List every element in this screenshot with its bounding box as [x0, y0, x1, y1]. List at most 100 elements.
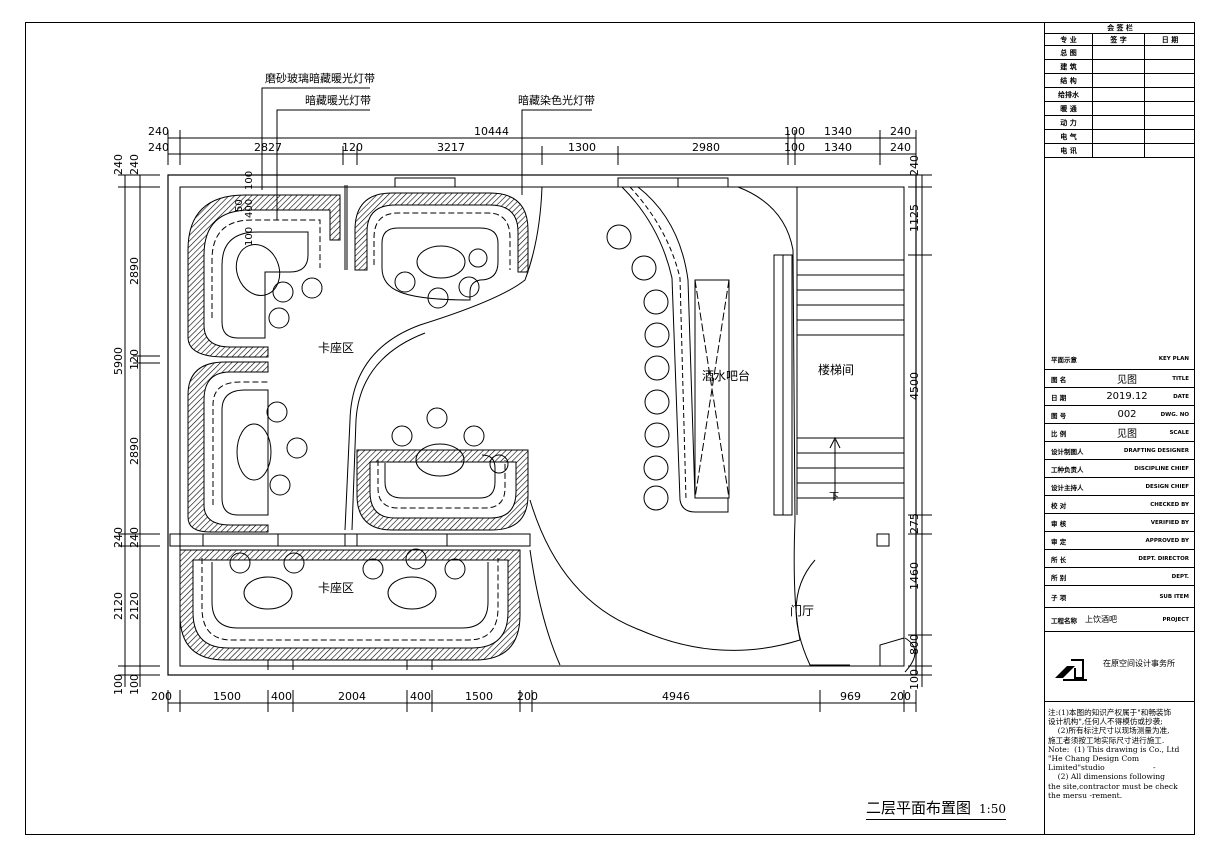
svg-text:3217: 3217 — [437, 141, 465, 154]
tb-col-discipline: 专 业 — [1045, 34, 1093, 45]
bar-counter — [606, 186, 730, 513]
tb-info-cn: 所 别 — [1051, 573, 1067, 582]
tb-discipline-name: 电 气 — [1045, 130, 1093, 143]
tb-header: 会 签 栏 — [1107, 23, 1133, 32]
tb-info-value — [1097, 496, 1157, 513]
company-logo — [1055, 659, 1087, 681]
svg-text:2890: 2890 — [128, 437, 141, 465]
outer-wall — [167, 174, 917, 676]
svg-text:200: 200 — [517, 690, 538, 703]
tb-info-cn: 比 例 — [1051, 429, 1067, 438]
tb-info-cn: 图 名 — [1051, 375, 1067, 384]
stairwell — [773, 187, 904, 516]
dimensions-right: 240 1125 4500 275 1460 800 100 — [908, 155, 932, 690]
tb-discipline-name: 给排水 — [1045, 88, 1093, 101]
svg-text:400: 400 — [410, 690, 431, 703]
dimensions-top: 240 10444 100 1340 240 240 2827 120 3217… — [148, 125, 917, 165]
svg-text:240: 240 — [128, 527, 141, 548]
tb-info-en: APPROVED BY — [1145, 537, 1189, 544]
tb-info-cn: 校 对 — [1051, 501, 1067, 510]
label-booth-area-2: 卡座区 — [318, 580, 354, 595]
tb-info-value — [1097, 568, 1157, 585]
tb-info-en: DISCIPLINE CHIEF — [1134, 465, 1189, 472]
notes: 注:(1)本图的知识产权属于"和畅装饰 设计机构",任何人不得模仿或抄袭; (2… — [1048, 708, 1180, 800]
svg-text:1300: 1300 — [568, 141, 596, 154]
label-frosted-glass-light: 磨砂玻璃暗藏暖光灯带 — [265, 71, 375, 85]
label-down: 下 — [829, 492, 839, 503]
svg-text:4500: 4500 — [908, 372, 921, 400]
tb-sign-cell — [1093, 116, 1145, 129]
svg-text:100: 100 — [908, 669, 921, 690]
tb-info-en: DEPT. DIRECTOR — [1138, 555, 1189, 562]
tb-discipline-row: 动 力 — [1045, 116, 1195, 130]
tb-info-cn: 日 期 — [1051, 393, 1067, 402]
svg-text:400: 400 — [271, 690, 292, 703]
tb-info-row: 审 定 APPROVED BY — [1045, 532, 1195, 550]
svg-text:800: 800 — [908, 634, 921, 655]
tb-info-en: DEPT. — [1171, 573, 1189, 580]
tb-discipline-row: 结 构 — [1045, 74, 1195, 88]
tb-header-row: 会 签 栏 — [1045, 22, 1195, 34]
key-plan-cn: 平面示意 — [1051, 356, 1077, 364]
tb-info-en: DWG. NO — [1160, 411, 1189, 418]
tb-info-value — [1097, 514, 1157, 531]
tb-info-cn: 设计主持人 — [1051, 483, 1084, 492]
tb-info-row: 所 长 DEPT. DIRECTOR — [1045, 550, 1195, 568]
svg-text:1460: 1460 — [908, 562, 921, 590]
tb-info-en: DATE — [1173, 393, 1189, 400]
tb-info-value: 2019.12 — [1106, 391, 1148, 402]
bar-curve — [529, 499, 801, 651]
svg-text:240: 240 — [148, 141, 169, 154]
tb-info-en: DRAFTING DESIGNER — [1123, 447, 1189, 454]
svg-text:240: 240 — [890, 141, 911, 154]
tb-info-en: CHECKED BY — [1150, 501, 1189, 508]
svg-text:100: 100 — [244, 227, 255, 246]
svg-text:120: 120 — [342, 141, 363, 154]
svg-text:100: 100 — [128, 674, 141, 695]
svg-text:2004: 2004 — [338, 690, 366, 703]
tb-info-value: 002 — [1117, 409, 1137, 420]
svg-text:240: 240 — [112, 527, 125, 548]
tb-discipline-name: 电 讯 — [1045, 144, 1093, 157]
tb-col-date: 日 期 — [1161, 35, 1179, 44]
booth-middle — [356, 407, 529, 531]
walkway-curve — [344, 186, 543, 531]
tb-discipline-name: 暖 通 — [1045, 102, 1093, 115]
tb-info-value: 见图 — [1117, 375, 1137, 386]
drawing-frame — [25, 22, 1195, 835]
project-en: PROJECT — [1162, 616, 1189, 623]
booth-top-left — [187, 194, 341, 358]
tb-discipline-name: 结 构 — [1045, 74, 1093, 87]
tb-sign-cell — [1093, 88, 1145, 101]
svg-text:275: 275 — [908, 513, 921, 534]
project-name: 上饮酒吧 — [1085, 615, 1117, 624]
partition-wall — [169, 533, 531, 547]
svg-text:2890: 2890 — [128, 257, 141, 285]
svg-text:50: 50 — [234, 199, 245, 212]
tb-info-row: 校 对 CHECKED BY — [1045, 496, 1195, 514]
tb-info-en: SCALE — [1169, 429, 1189, 436]
svg-text:2827: 2827 — [254, 141, 282, 154]
tb-info-en: VERIFIED BY — [1150, 519, 1189, 526]
tb-info-cn: 审 定 — [1051, 537, 1067, 546]
tb-info-cn: 子 项 — [1051, 593, 1067, 602]
tb-discipline-row: 给排水 — [1045, 88, 1195, 102]
dimensions-left: 240 5900 240 2120 100 240 2890 120 2890 … — [112, 154, 160, 695]
tb-info-cn: 图 号 — [1051, 411, 1067, 420]
tb-discipline-row: 总 图 — [1045, 46, 1195, 60]
booth-middle-left — [187, 361, 308, 533]
dimensions-inner: 100 400 100 50 — [234, 171, 255, 246]
svg-text:1125: 1125 — [908, 204, 921, 232]
label-hidden-color-light: 暗藏染色光灯带 — [518, 93, 595, 107]
tb-project-row: 工程名称 上饮酒吧 PROJECT — [1045, 608, 1195, 632]
svg-text:1340: 1340 — [824, 141, 852, 154]
tb-info-cn: 所 长 — [1051, 555, 1067, 564]
label-stairwell: 楼梯间 — [818, 362, 854, 377]
booth-top-middle — [354, 192, 529, 309]
